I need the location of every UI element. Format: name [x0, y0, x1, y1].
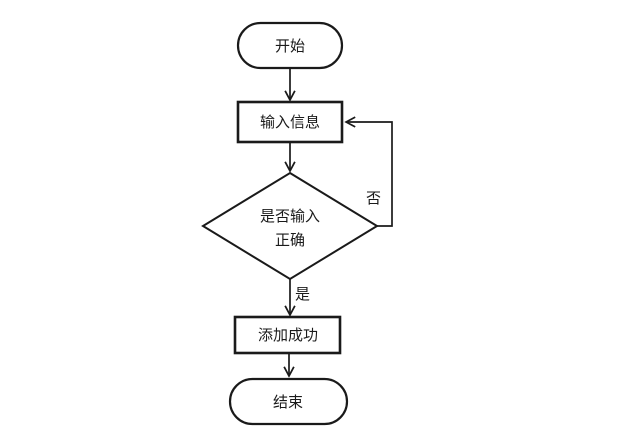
decision-label-line2: 正确 [275, 232, 305, 249]
add-success-process-shape [233, 315, 342, 355]
node-add-success: 添加成功 [233, 315, 342, 355]
node-decision: 是否输入 正确 [201, 171, 379, 281]
node-end: 结束 [228, 377, 349, 426]
add-success-label: 添加成功 [258, 327, 318, 344]
decision-label-line1: 是否输入 [260, 208, 320, 225]
start-label: 开始 [275, 38, 305, 55]
edge-label-no: 否 [366, 190, 381, 207]
input-info-process-shape [236, 100, 344, 144]
node-start: 开始 [236, 21, 344, 70]
input-info-label: 输入信息 [260, 114, 320, 131]
start-terminator-shape [236, 21, 344, 70]
end-terminator-shape [228, 377, 349, 426]
end-label: 结束 [273, 394, 303, 411]
edge-label-yes: 是 [295, 286, 310, 303]
edge-decision-no-loopback [346, 122, 393, 227]
node-input-info: 输入信息 [236, 100, 344, 144]
decision-diamond-shape [201, 171, 379, 281]
